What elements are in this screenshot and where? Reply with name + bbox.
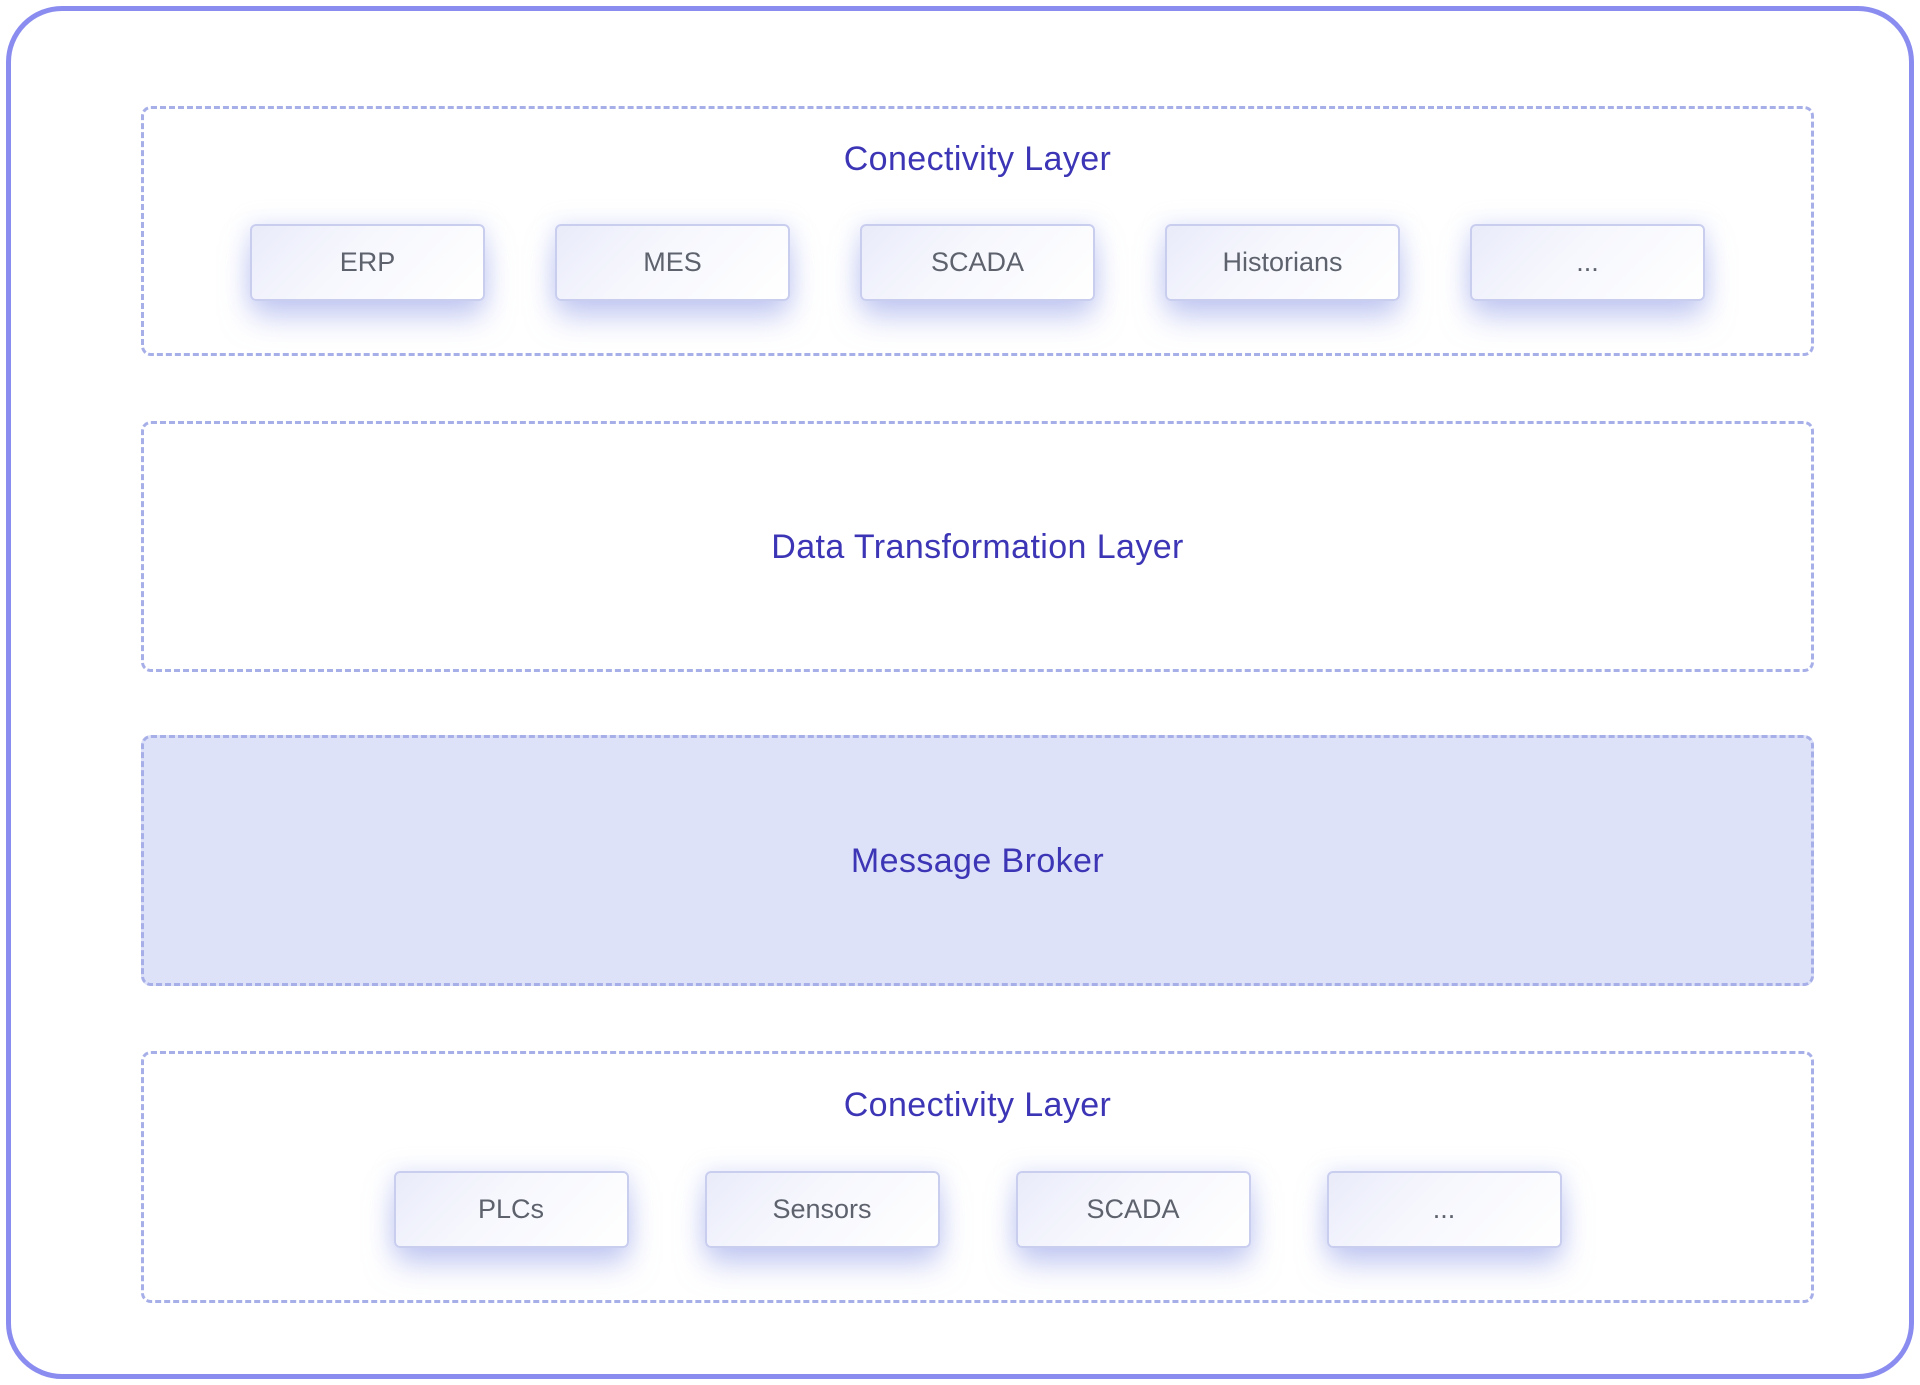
node-box: Sensors [704,1171,940,1248]
node-box-label: ERP [339,247,396,277]
node-row-bottom: PLCs Sensors SCADA... [144,1171,1811,1248]
node-box-label: SCADA [1086,1194,1180,1224]
node-box-label: MES [643,247,702,277]
node-box: SCADA [1015,1171,1251,1248]
node-box-label: SCADA [930,247,1025,277]
node-box-label: ... [1432,1194,1456,1224]
node-box: ... [1326,1171,1562,1248]
layer-title-connectivity-top: Conectivity Layer [843,140,1112,178]
node-box: PLCs [393,1171,629,1248]
layer-connectivity-bottom: Conectivity Layer PLCs Sensors SCADA... [141,1051,1814,1303]
layer-data-transformation: Data Transformation Layer [141,421,1814,672]
node-box-label: Sensors [772,1194,872,1224]
node-box: ... [1470,224,1705,301]
node-box: MES [555,224,790,301]
node-box: SCADA [860,224,1095,301]
diagram-frame: Conectivity Layer ERP MES SCADA Historians.… [6,6,1914,1379]
node-box-label: Historians [1222,247,1343,277]
layer-message-broker: Message Broker [141,735,1814,986]
layer-title-message-broker: Message Broker [850,841,1105,880]
layer-title-data-transformation: Data Transformation Layer [771,527,1184,566]
node-box: Historians [1165,224,1400,301]
node-box-label: PLCs [477,1194,545,1224]
node-box-label: ... [1576,247,1599,277]
node-box: ERP [250,224,485,301]
node-row-top: ERP MES SCADA Historians... [144,224,1811,301]
layer-connectivity-top: Conectivity Layer ERP MES SCADA Historians.… [141,106,1814,356]
layer-title-connectivity-bottom: Conectivity Layer [843,1086,1112,1124]
